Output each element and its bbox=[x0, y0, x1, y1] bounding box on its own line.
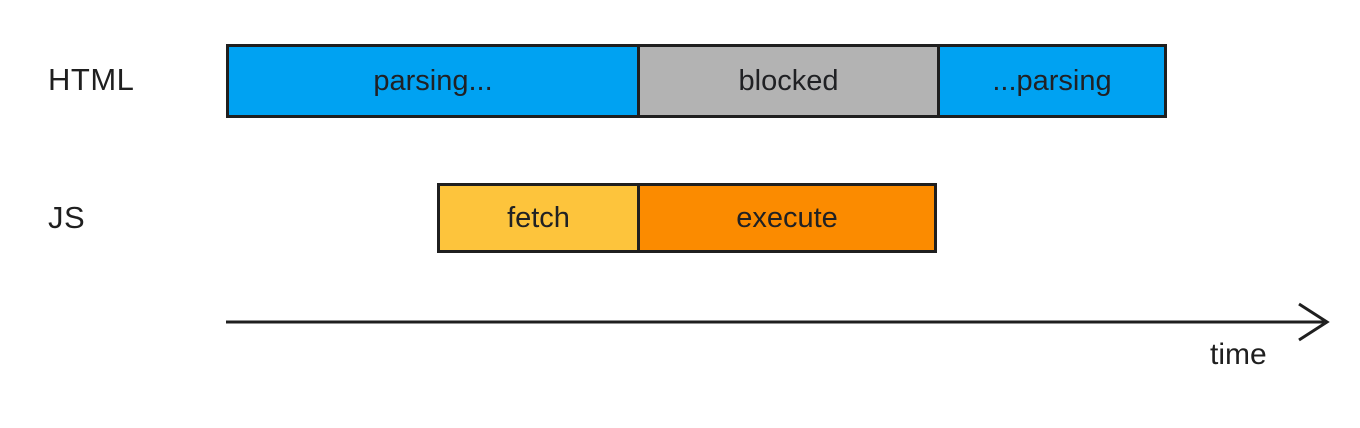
html-parsing-start-segment: parsing... bbox=[226, 44, 640, 118]
row-label-html: HTML bbox=[48, 62, 135, 97]
html-parsing-resume-segment: ...parsing bbox=[937, 44, 1167, 118]
row-label-js: JS bbox=[48, 200, 86, 235]
js-fetch-segment: fetch bbox=[437, 183, 640, 253]
html-blocked-segment: blocked bbox=[637, 44, 940, 118]
time-axis-label: time bbox=[1210, 338, 1267, 371]
js-execute-segment: execute bbox=[637, 183, 937, 253]
